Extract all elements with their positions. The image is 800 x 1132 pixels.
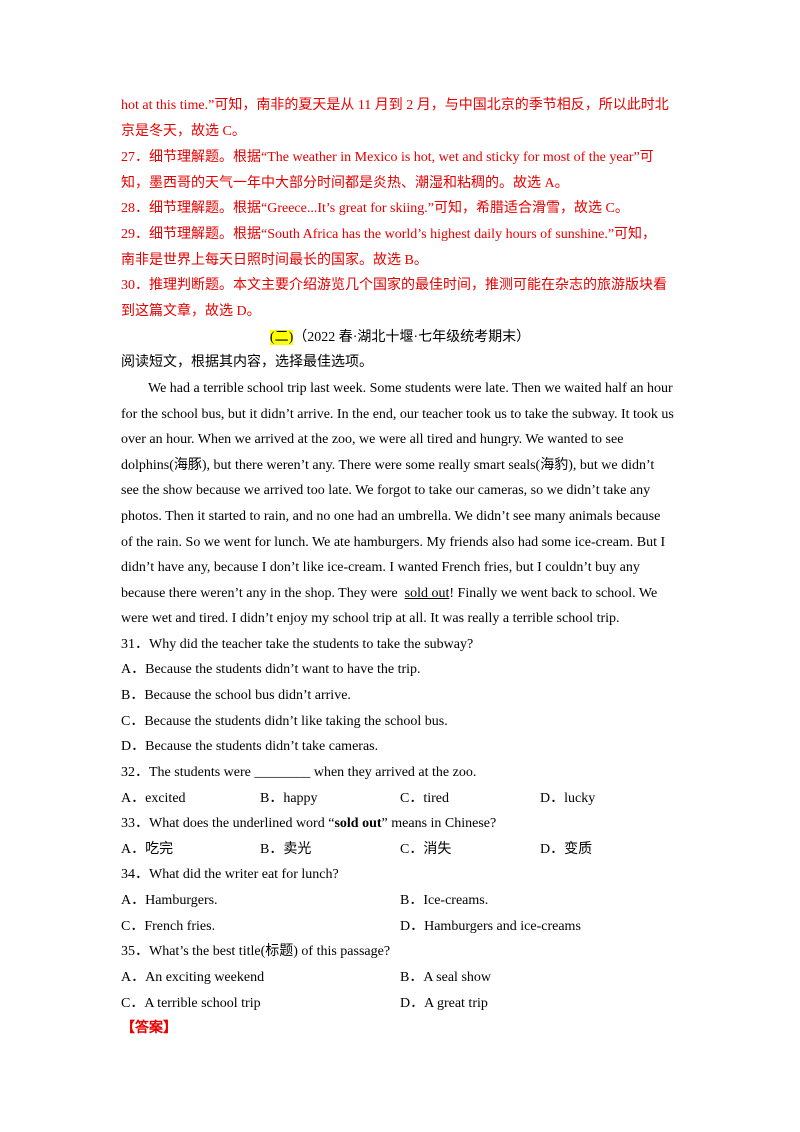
section-heading: (二)（2022 春·湖北十堰·七年级统考期末） (0, 328, 800, 348)
option: B．Ice-creams. (400, 893, 489, 908)
option: C．tired (400, 791, 449, 806)
passage-line: photos. Then it started to rain, and no … (121, 509, 661, 524)
passage-line: because there weren’t any in the shop. T… (121, 584, 657, 604)
passage-line: for the school bus, but it didn’t arrive… (121, 407, 674, 422)
option: B．卖光 (260, 842, 312, 857)
passage-line: of the rain. So we went for lunch. We at… (121, 535, 666, 550)
option: C．消失 (400, 842, 452, 857)
bold-word: sold out (334, 816, 382, 831)
option: D．变质 (540, 842, 593, 857)
question-33-stem: 33．What does the underlined word “sold o… (121, 814, 496, 834)
option: C．French fries. (121, 919, 216, 934)
explanation-line: 27．细节理解题。根据“The weather in Mexico is hot… (121, 150, 654, 165)
option: B．A seal show (400, 970, 491, 985)
option: A．An exciting weekend (121, 970, 265, 985)
underlined-word: sold out (404, 586, 450, 601)
question-34-stem: 34．What did the writer eat for lunch? (121, 867, 339, 882)
option: D．A great trip (400, 996, 488, 1011)
explanation-line: 28．细节理解题。根据“Greece...It’s great for skii… (121, 201, 629, 216)
question-35-stem: 35．What’s the best title(标题) of this pas… (121, 944, 391, 959)
answer-label: 【答案】 (121, 1021, 177, 1036)
option: D．Hamburgers and ice-creams (400, 919, 581, 934)
explanation-line: 29．细节理解题。根据“South Africa has the world’s… (121, 227, 657, 242)
explanation-line: 30．推理判断题。本文主要介绍游览几个国家的最佳时间，推测可能在杂志的旅游版块看 (121, 278, 667, 293)
option: D．lucky (540, 791, 596, 806)
passage-line: dolphins(海豚), but there weren’t any. The… (121, 458, 655, 473)
option: A．Because the students didn’t want to ha… (121, 662, 421, 677)
question-31-stem: 31．Why did the teacher take the students… (121, 637, 474, 652)
section-source: （2022 春·湖北十堰·七年级统考期末） (293, 330, 531, 345)
passage-line: were wet and tired. I didn’t enjoy my sc… (121, 611, 620, 626)
question-text: 33．What does the underlined word “ (121, 816, 335, 831)
option: C．Because the students didn’t like takin… (121, 714, 448, 729)
option: A．Hamburgers. (121, 893, 218, 908)
explanation-line: 知，墨西哥的天气一年中大部分时间都是炎热、潮湿和粘稠的。故选 A。 (121, 176, 569, 191)
passage-text: because there weren’t any in the shop. T… (121, 586, 405, 601)
passage-line: over an hour. When we arrived at the zoo… (121, 432, 624, 447)
passage-line: see the show because we arrived too late… (121, 483, 651, 498)
option: D．Because the students didn’t take camer… (121, 739, 379, 754)
passage-line: didn’t have any, because I don’t like ic… (121, 560, 640, 575)
option: B．Because the school bus didn’t arrive. (121, 688, 351, 703)
explanation-line: 京是冬天，故选 C。 (121, 124, 246, 139)
question-text: ” means in Chinese? (381, 816, 497, 831)
option: B．happy (260, 791, 318, 806)
option: C．A terrible school trip (121, 996, 261, 1011)
passage-line: We had a terrible school trip last week.… (148, 381, 673, 396)
question-32-stem: 32．The students were ________ when they … (121, 765, 477, 780)
explanation-line: 南非是世界上每天日照时间最长的国家。故选 B。 (121, 253, 428, 268)
passage-text: ! Finally we went back to school. We (449, 586, 658, 601)
option: A．吃完 (121, 842, 174, 857)
section-marker: (二) (269, 330, 294, 345)
explanation-line: hot at this time.”可知，南非的夏天是从 11 月到 2 月，与… (121, 98, 669, 113)
option: A．excited (121, 791, 186, 806)
instruction: 阅读短文，根据其内容，选择最佳选项。 (121, 355, 373, 370)
explanation-line: 到这篇文章，故选 D。 (121, 304, 261, 319)
